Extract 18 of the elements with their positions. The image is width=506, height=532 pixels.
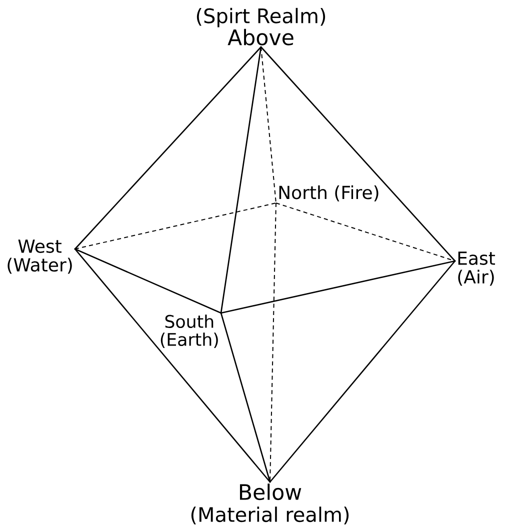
dashed-line — [276, 202, 456, 262]
edge-line — [74, 248, 271, 483]
vertex-label: (Spirt Realm) Above — [196, 8, 326, 46]
edge-line — [220, 260, 456, 314]
edge-line — [220, 312, 271, 483]
vertex-label: Below (Material realm) — [191, 484, 349, 524]
vertex-label: South (Earth) — [160, 314, 218, 348]
dashed-line — [74, 202, 276, 250]
vertex-label: North (Fire) — [279, 185, 378, 202]
dashed-line — [260, 46, 276, 204]
edge-line — [269, 260, 456, 483]
vertex-label: West (Water) — [8, 240, 72, 274]
edge-line — [74, 248, 222, 314]
dashed-line — [270, 202, 276, 482]
edge-line — [220, 46, 262, 314]
edge-line — [260, 46, 456, 262]
edge-line — [74, 46, 262, 250]
vertex-label: East (Air) — [458, 252, 495, 286]
